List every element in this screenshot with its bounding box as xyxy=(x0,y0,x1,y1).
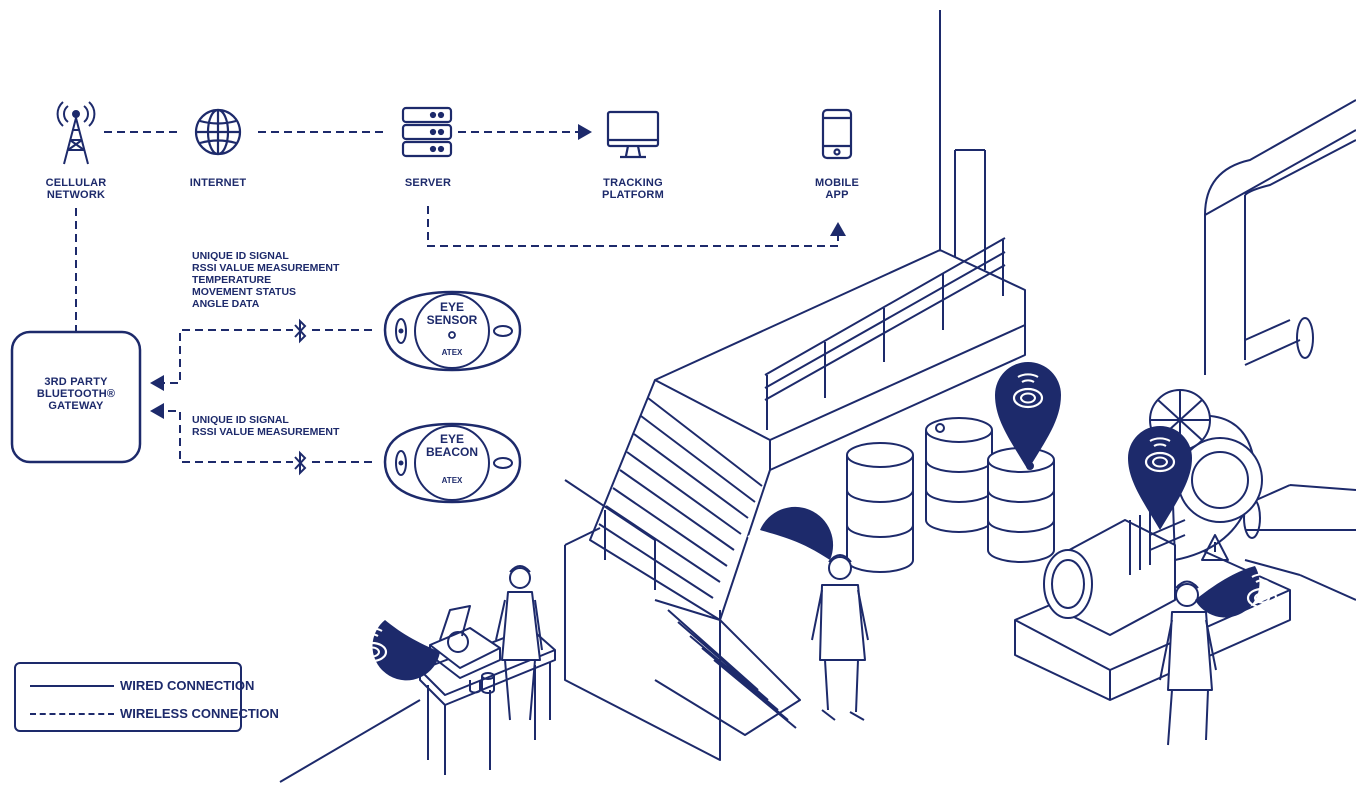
bluetooth-icon xyxy=(293,450,307,476)
internet-label: INTERNET xyxy=(189,177,247,189)
monitor-icon xyxy=(606,110,660,159)
location-pin-worker-stairs xyxy=(742,506,834,569)
signal-item: UNIQUE ID SIGNAL xyxy=(192,250,289,262)
warehouse-scene xyxy=(279,10,1356,783)
legend-wired-label: WIRED CONNECTION xyxy=(120,678,255,693)
beacon-signal-list: UNIQUE ID SIGNAL RSSI VALUE MEASUREMENT xyxy=(192,414,339,438)
signal-item: RSSI VALUE MEASUREMENT xyxy=(192,426,340,438)
legend: WIRED CONNECTION WIRELESS CONNECTION xyxy=(14,662,279,732)
dashed-line-icon xyxy=(30,713,114,715)
eye-sensor-device xyxy=(383,290,522,372)
cell-tower-icon xyxy=(56,101,96,165)
location-pin-pump xyxy=(1128,426,1192,530)
location-pin-barrel xyxy=(995,362,1061,470)
signal-item: UNIQUE ID SIGNAL xyxy=(192,414,289,426)
smartphone-icon xyxy=(821,108,853,160)
sensor-signal-list: UNIQUE ID SIGNAL RSSI VALUE MEASUREMENT … xyxy=(192,250,339,310)
signal-item: ANGLE DATA xyxy=(192,298,260,310)
server-icon xyxy=(401,106,453,158)
signal-item: RSSI VALUE MEASUREMENT xyxy=(192,262,340,274)
legend-wireless: WIRELESS CONNECTION xyxy=(30,704,279,722)
solid-line-icon xyxy=(30,685,114,687)
server-label: SERVER xyxy=(404,177,452,189)
signal-item: TEMPERATURE xyxy=(192,274,272,286)
eye-beacon-badge: ATEX xyxy=(441,476,463,485)
legend-wireless-label: WIRELESS CONNECTION xyxy=(120,706,279,721)
eye-beacon-device xyxy=(383,422,522,504)
network-links xyxy=(75,124,846,463)
signal-item: MOVEMENT STATUS xyxy=(192,286,297,298)
bluetooth-icon xyxy=(293,318,307,344)
location-pin-worker-pump xyxy=(1195,566,1278,618)
location-pin-table xyxy=(356,620,440,681)
eye-sensor-badge: ATEX xyxy=(441,348,463,357)
globe-icon xyxy=(194,108,242,156)
legend-wired: WIRED CONNECTION xyxy=(30,676,254,694)
gateway-box xyxy=(10,330,142,464)
